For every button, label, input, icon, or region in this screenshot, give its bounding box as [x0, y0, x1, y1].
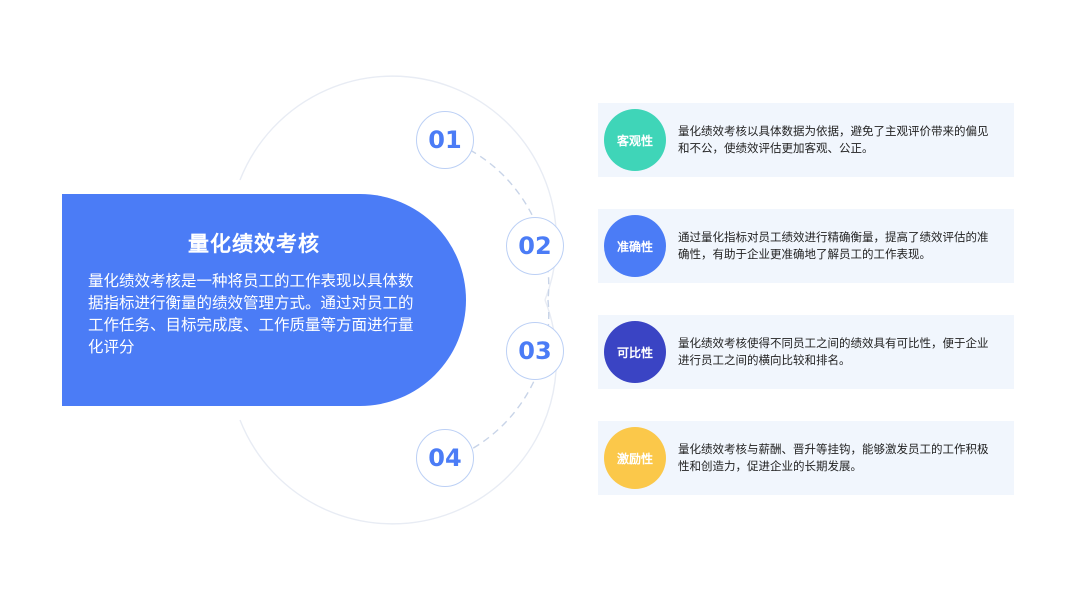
badge-accuracy: 准确性 — [604, 215, 666, 277]
step-number-01: 01 — [416, 111, 474, 169]
card-text-comparability: 量化绩效考核使得不同员工之间的绩效具有可比性，便于企业进行员工之间的横向比较和排… — [678, 336, 989, 367]
main-description: 量化绩效考核是一种将员工的工作表现以具体数据指标进行衡量的绩效管理方式。通过对员… — [88, 272, 414, 356]
step-number-04: 04 — [416, 429, 474, 487]
point-card-comparability: 可比性 量化绩效考核使得不同员工之间的绩效具有可比性，便于企业进行员工之间的横向… — [598, 315, 1014, 389]
main-title: 量化绩效考核 — [188, 232, 320, 256]
card-text-objectivity: 量化绩效考核以具体数据为依据，避免了主观评价带来的偏见和不公，使绩效评估更加客观… — [678, 124, 989, 155]
badge-objectivity: 客观性 — [604, 109, 666, 171]
point-card-accuracy: 准确性 通过量化指标对员工绩效进行精确衡量，提高了绩效评估的准确性，有助于企业更… — [598, 209, 1014, 283]
step-number-02: 02 — [506, 217, 564, 275]
card-text-accuracy: 通过量化指标对员工绩效进行精确衡量，提高了绩效评估的准确性，有助于企业更准确地了… — [678, 230, 989, 261]
point-card-objectivity: 客观性 量化绩效考核以具体数据为依据，避免了主观评价带来的偏见和不公，使绩效评估… — [598, 103, 1014, 177]
step-number-03: 03 — [506, 322, 564, 380]
badge-motivation: 激励性 — [604, 427, 666, 489]
card-text-motivation: 量化绩效考核与薪酬、晋升等挂钩，能够激发员工的工作积极性和创造力，促进企业的长期… — [678, 442, 989, 473]
main-summary-card: 量化绩效考核 量化绩效考核是一种将员工的工作表现以具体数据指标进行衡量的绩效管理… — [62, 194, 466, 406]
badge-comparability: 可比性 — [604, 321, 666, 383]
point-card-motivation: 激励性 量化绩效考核与薪酬、晋升等挂钩，能够激发员工的工作积极性和创造力，促进企… — [598, 421, 1014, 495]
